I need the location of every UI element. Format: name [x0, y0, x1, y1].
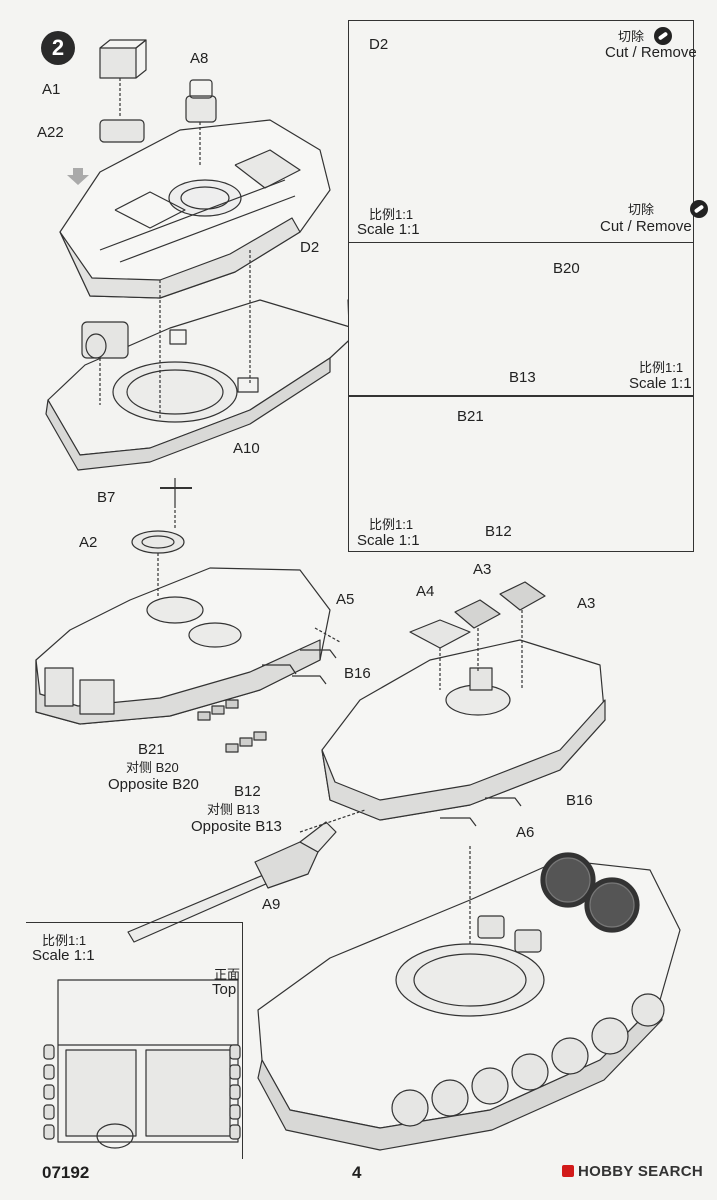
remove-icon [690, 200, 709, 218]
top-view-drawing [43, 979, 241, 1149]
part-label-b16-left: B16 [344, 665, 371, 682]
panel-d2-cut-cn-bottom: 切除 [628, 202, 655, 217]
panel-top-scale-cn: 比例1:1 [42, 933, 87, 948]
part-label-a5: A5 [336, 591, 355, 608]
panel-d2-cut-en-top: Cut / Remove [605, 44, 697, 61]
part-label-b7: B7 [97, 489, 116, 506]
part-label-a9: A9 [262, 896, 281, 913]
logo-icon [562, 1165, 574, 1177]
panel-d2-cut-en-bottom: Cut / Remove [600, 218, 692, 235]
opposite-label-b12-en: Opposite B13 [191, 818, 282, 835]
detail-panel-b20: B20 B13 比例1:1 Scale 1:1 [348, 242, 694, 396]
part-label-a10: A10 [233, 440, 260, 457]
panel-b20-scale-cn: 比例1:1 [639, 360, 684, 375]
watermark-logo: HOBBY SEARCH [562, 1163, 703, 1180]
part-label-a3-right: A3 [577, 595, 596, 612]
panel-b21-part-bottom: B12 [485, 523, 512, 540]
panel-top-scale-en: Scale 1:1 [32, 947, 95, 964]
part-label-b12: B12 [234, 783, 261, 800]
kit-number: 07192 [42, 1163, 90, 1182]
panel-b20-part-top: B20 [553, 260, 580, 277]
panel-b20-scale-en: Scale 1:1 [629, 375, 692, 392]
opposite-label-b12-cn: 对侧 B13 [207, 802, 260, 817]
hull-upper-drawing [59, 39, 331, 299]
detail-panel-d2: D2 切除 Cut / Remove 切除 Cut / Remove 比例1:1… [348, 20, 709, 244]
opposite-label-b21-cn: 对侧 B20 [126, 760, 179, 775]
panel-d2-scale-en: Scale 1:1 [357, 221, 420, 238]
part-label-a6: A6 [516, 824, 535, 841]
part-label-a8: A8 [190, 50, 209, 67]
panel-d2-cut-cn-top: 切除 [618, 29, 645, 44]
part-label-b21: B21 [138, 741, 165, 758]
part-label-a1: A1 [42, 81, 61, 98]
panel-top-view-cn: 正面 [214, 967, 241, 982]
panel-b21-part-top: B21 [457, 408, 484, 425]
remove-icon [654, 27, 672, 45]
part-label-a4: A4 [416, 583, 435, 600]
panel-b21-scale-en: Scale 1:1 [357, 532, 420, 549]
step-number-badge: 2 [41, 31, 75, 65]
panel-d2-part-label: D2 [369, 36, 389, 53]
opposite-label-b21-en: Opposite B20 [108, 776, 199, 793]
hull-left-drawing [35, 478, 341, 753]
gun-barrel-drawing [127, 809, 366, 943]
panel-top-view-en: Top [212, 981, 237, 998]
detail-panel-b21: B21 B12 比例1:1 Scale 1:1 [348, 396, 694, 552]
part-label-a3-top: A3 [473, 561, 492, 578]
detail-panel-top-view: 比例1:1 Scale 1:1 正面 Top [26, 922, 243, 1159]
tank-lower-drawing [257, 846, 681, 1151]
part-label-d2: D2 [300, 239, 320, 256]
panel-b20-part-bottom: B13 [509, 369, 536, 386]
panel-b21-scale-cn: 比例1:1 [369, 517, 414, 532]
hull-floor-drawing [45, 250, 361, 471]
watermark-text: HOBBY SEARCH [578, 1163, 704, 1180]
panel-d2-scale-cn: 比例1:1 [369, 207, 414, 222]
part-label-a22: A22 [37, 124, 64, 141]
page-number: 4 [352, 1163, 362, 1182]
hull-right-drawing [321, 581, 606, 827]
part-label-a2: A2 [79, 534, 98, 551]
part-label-b16-right: B16 [566, 792, 593, 809]
